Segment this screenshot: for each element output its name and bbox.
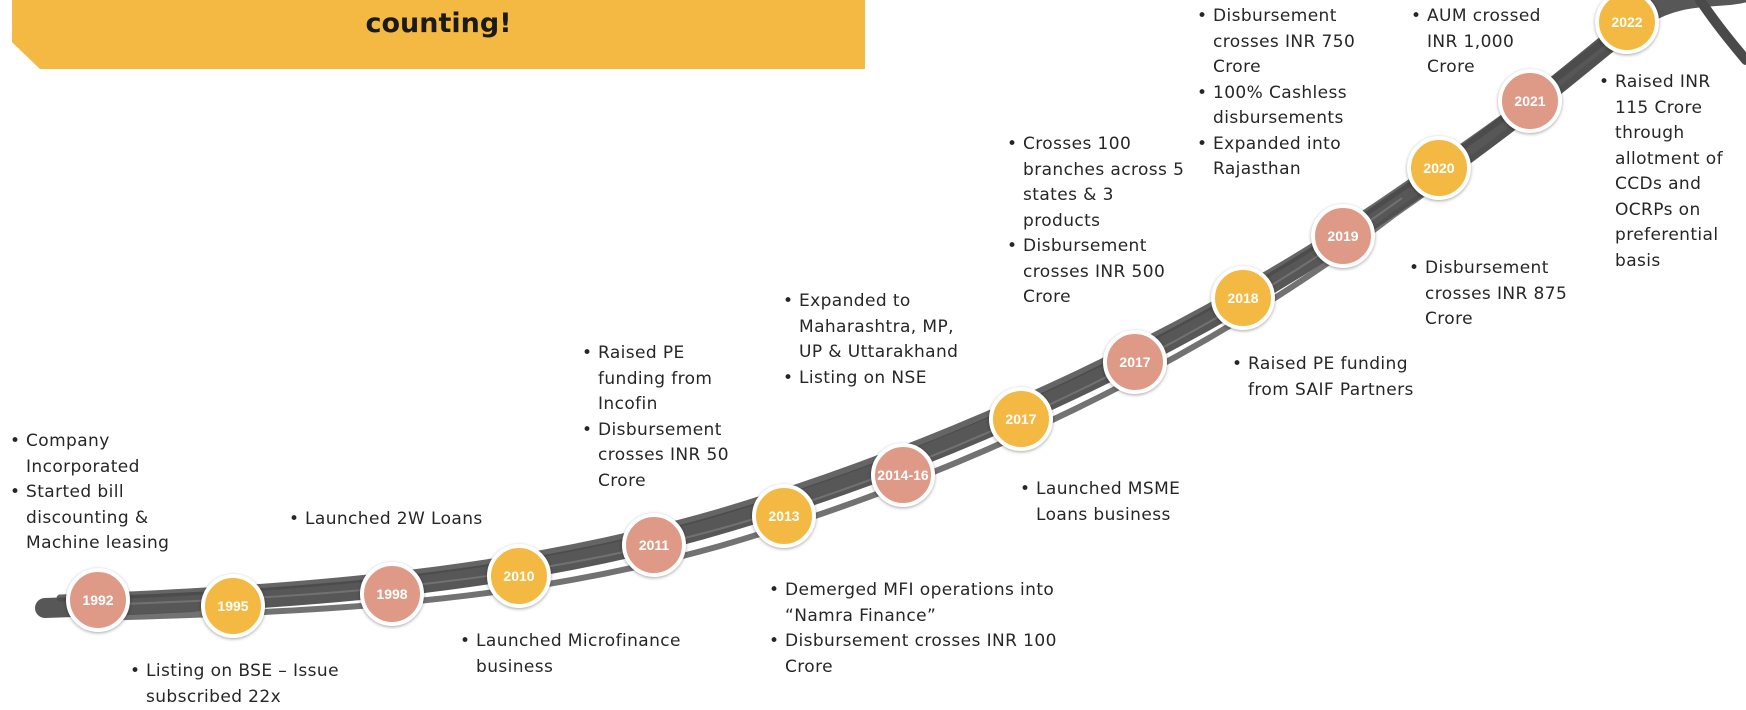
milestone-node-2014-16: 2014-16: [871, 443, 935, 507]
milestone-node-2017-a: 2017: [989, 387, 1053, 451]
milestone-note-1995: Listing on BSE – Issue subscribed 22x: [128, 659, 408, 710]
milestone-node-2011: 2011: [622, 513, 686, 577]
note-bullet: Launched MSME Loans business: [1018, 477, 1218, 528]
note-bullet: Started bill discounting & Machine leasi…: [8, 480, 208, 557]
milestone-note-2021: AUM crossed INR 1,000 Crore: [1409, 4, 1559, 81]
milestone-node-1995: 1995: [201, 574, 265, 638]
note-bullet: Raised PE funding from Incofin: [580, 341, 750, 418]
banner-title-line-2: counting!: [365, 8, 512, 39]
milestone-note-2019: Disbursement crosses INR 750 Crore 100% …: [1195, 4, 1375, 183]
note-bullet: 100% Cashless disbursements: [1195, 81, 1375, 132]
road-stroke-right-tail: [1695, 0, 1746, 65]
milestone-note-2010: Launched Microfinance business: [458, 629, 738, 680]
note-bullet: Expanded to Maharashtra, MP, UP & Uttara…: [781, 289, 961, 366]
note-bullet: Expanded into Rajasthan: [1195, 132, 1375, 183]
milestone-node-2018: 2018: [1211, 266, 1275, 330]
milestone-node-2017-b: 2017: [1103, 330, 1167, 394]
note-bullet: Disbursement crosses INR 100 Crore: [767, 629, 1107, 680]
note-bullet: Raised INR 115 Crore through allotment o…: [1597, 70, 1727, 274]
note-bullet: Disbursement crosses INR 500 Crore: [1005, 234, 1185, 311]
note-bullet: AUM crossed INR 1,000 Crore: [1409, 4, 1559, 81]
milestone-note-1992: Company Incorporated Started bill discou…: [8, 429, 208, 557]
milestone-note-2013: Demerged MFI operations into “Namra Fina…: [767, 578, 1107, 680]
milestone-note-2022: Raised INR 115 Crore through allotment o…: [1597, 70, 1727, 274]
note-bullet: Disbursement crosses INR 875 Crore: [1407, 256, 1577, 333]
note-bullet: Listing on NSE: [781, 366, 961, 392]
milestone-node-2022: 2022: [1595, 0, 1659, 54]
milestone-node-2010: 2010: [487, 544, 551, 608]
road-highlight: [119, 197, 1403, 605]
note-bullet: Raised PE funding from SAIF Partners: [1230, 352, 1450, 403]
note-bullet: Listing on BSE – Issue subscribed 22x: [128, 659, 408, 710]
milestone-node-1998: 1998: [360, 562, 424, 626]
milestone-note-2020: Disbursement crosses INR 875 Crore: [1407, 256, 1577, 333]
note-bullet: Launched Microfinance business: [458, 629, 738, 680]
milestone-note-2018: Raised PE funding from SAIF Partners: [1230, 352, 1450, 403]
note-bullet: Disbursement crosses INR 750 Crore: [1195, 4, 1375, 81]
note-bullet: Crosses 100 branches across 5 states & 3…: [1005, 132, 1185, 234]
note-bullet: Launched 2W Loans: [287, 507, 547, 533]
milestone-node-2013: 2013: [752, 484, 816, 548]
title-banner: counting!: [12, 0, 865, 69]
milestone-node-2019: 2019: [1311, 204, 1375, 268]
milestone-note-1998: Launched 2W Loans: [287, 507, 547, 533]
note-bullet: Disbursement crosses INR 50 Crore: [580, 418, 750, 495]
milestone-note-2011: Raised PE funding from Incofin Disbursem…: [580, 341, 750, 494]
milestone-note-2017-b: Crosses 100 branches across 5 states & 3…: [1005, 132, 1185, 311]
note-bullet: Demerged MFI operations into “Namra Fina…: [767, 578, 1107, 629]
milestone-node-2020: 2020: [1407, 136, 1471, 200]
note-bullet: Company Incorporated: [8, 429, 208, 480]
milestone-node-1992: 1992: [66, 568, 130, 632]
milestone-note-2017-a: Launched MSME Loans business: [1018, 477, 1218, 528]
milestone-note-2014-16: Expanded to Maharashtra, MP, UP & Uttara…: [781, 289, 961, 391]
